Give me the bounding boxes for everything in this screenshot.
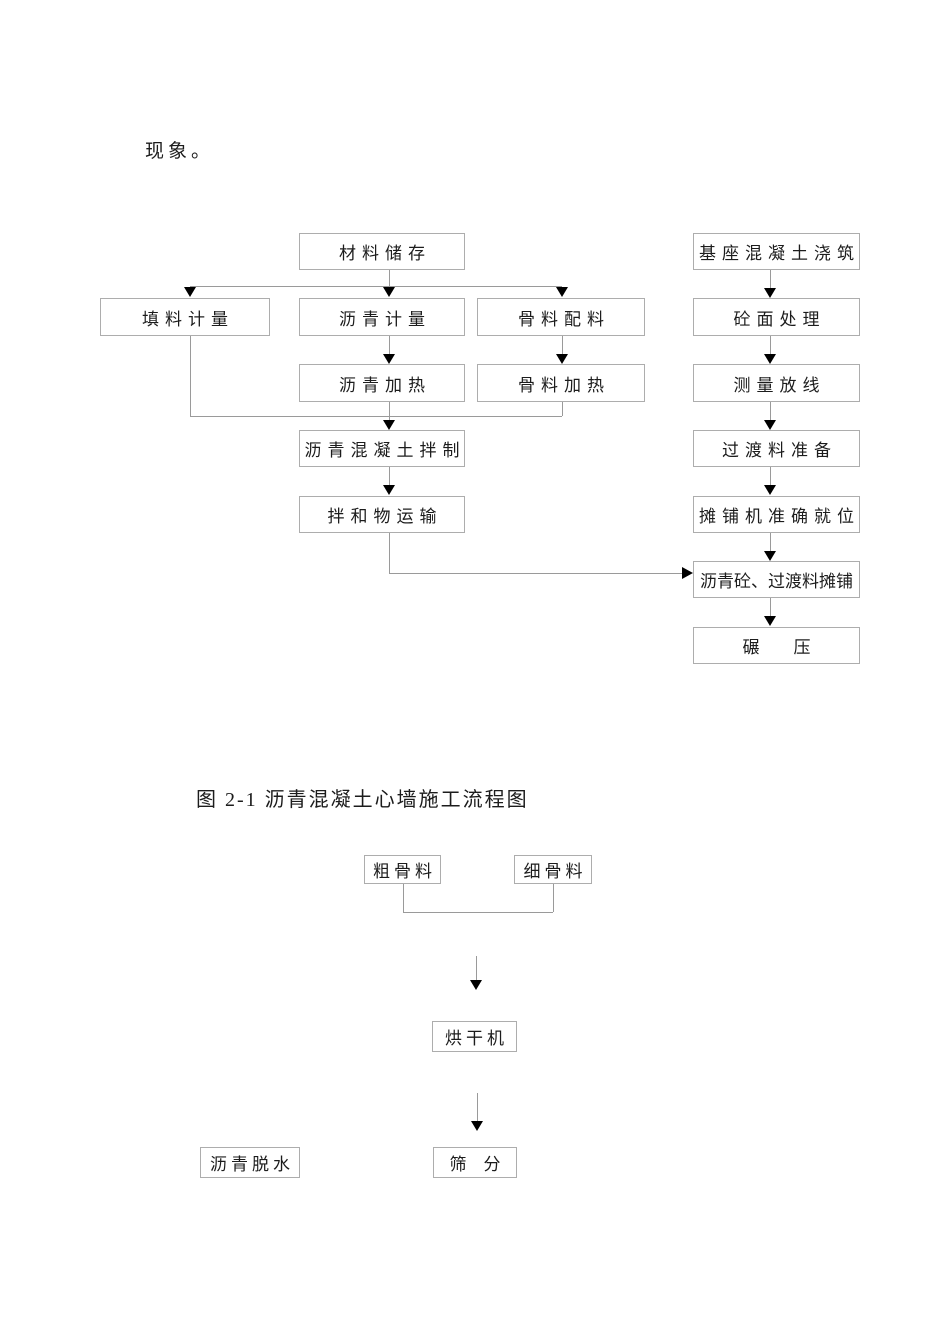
connector-line bbox=[389, 467, 390, 485]
arrow-down-icon bbox=[470, 980, 482, 990]
connector-line bbox=[770, 598, 771, 616]
flow1-node-asphalt-heating: 沥青加热 bbox=[299, 364, 465, 402]
flow1-node-base-concrete-pouring: 基座混凝土浇筑 bbox=[693, 233, 860, 270]
flow1-node-asphalt-concrete-mixing: 沥青混凝土拌制 bbox=[299, 430, 465, 467]
paragraph-text: 现象。 bbox=[145, 141, 215, 162]
arrow-down-icon bbox=[383, 287, 395, 297]
arrow-down-icon bbox=[556, 354, 568, 364]
flow1-node-transition-material-prep: 过渡料准备 bbox=[693, 430, 860, 467]
flow2-node-dryer: 烘干机 bbox=[432, 1021, 517, 1052]
flow1-node-material-storage: 材料储存 bbox=[299, 233, 465, 270]
flow1-node-aggregate-heating: 骨料加热 bbox=[477, 364, 645, 402]
flow1-node-asphalt-metering: 沥青计量 bbox=[299, 298, 465, 336]
connector-line bbox=[476, 956, 477, 980]
flow2-node-coarse-aggregate: 粗骨料 bbox=[364, 855, 441, 884]
arrow-down-icon bbox=[764, 420, 776, 430]
connector-line bbox=[403, 884, 404, 912]
arrow-down-icon bbox=[556, 287, 568, 297]
flow1-node-mixture-transport: 拌和物运输 bbox=[299, 496, 465, 533]
flow1-node-paver-positioning: 摊铺机准确就位 bbox=[693, 496, 860, 533]
connector-line bbox=[190, 336, 191, 416]
connector-line bbox=[389, 270, 390, 286]
arrow-down-icon bbox=[471, 1121, 483, 1131]
arrow-down-icon bbox=[764, 551, 776, 561]
flow2-node-screening: 筛 分 bbox=[433, 1147, 517, 1178]
arrow-down-icon bbox=[764, 485, 776, 495]
flow1-node-concrete-surface-treatment: 砼面处理 bbox=[693, 298, 860, 336]
connector-line bbox=[389, 573, 682, 574]
arrow-right-icon bbox=[682, 567, 693, 579]
arrow-down-icon bbox=[764, 288, 776, 298]
arrow-down-icon bbox=[184, 287, 196, 297]
flow2-node-asphalt-dewatering: 沥青脱水 bbox=[200, 1147, 300, 1178]
arrow-down-icon bbox=[383, 354, 395, 364]
arrow-down-icon bbox=[764, 616, 776, 626]
arrow-down-icon bbox=[383, 420, 395, 430]
flow1-node-paving: 沥青砼、过渡料摊铺 bbox=[693, 561, 860, 598]
connector-line bbox=[770, 336, 771, 354]
connector-line bbox=[389, 402, 390, 420]
connector-line bbox=[562, 402, 563, 416]
connector-line bbox=[389, 336, 390, 354]
arrow-down-icon bbox=[383, 485, 395, 495]
flow2-node-fine-aggregate: 细骨料 bbox=[514, 855, 592, 884]
connector-line bbox=[190, 416, 562, 417]
connector-line bbox=[403, 912, 553, 913]
connector-line bbox=[389, 533, 390, 573]
figure-caption: 图 2-1 沥青混凝土心墙施工流程图 bbox=[196, 789, 529, 811]
connector-line bbox=[553, 884, 554, 912]
connector-line bbox=[190, 286, 562, 287]
connector-line bbox=[770, 402, 771, 420]
arrow-down-icon bbox=[764, 354, 776, 364]
flow1-node-survey-setting-out: 测量放线 bbox=[693, 364, 860, 402]
connector-line bbox=[562, 336, 563, 354]
flow1-node-filler-metering: 填料计量 bbox=[100, 298, 270, 336]
flow1-node-aggregate-batching: 骨料配料 bbox=[477, 298, 645, 336]
connector-line bbox=[770, 467, 771, 485]
connector-line bbox=[770, 270, 771, 288]
flow1-node-rolling: 碾 压 bbox=[693, 627, 860, 664]
connector-line bbox=[477, 1093, 478, 1121]
connector-line bbox=[770, 533, 771, 551]
